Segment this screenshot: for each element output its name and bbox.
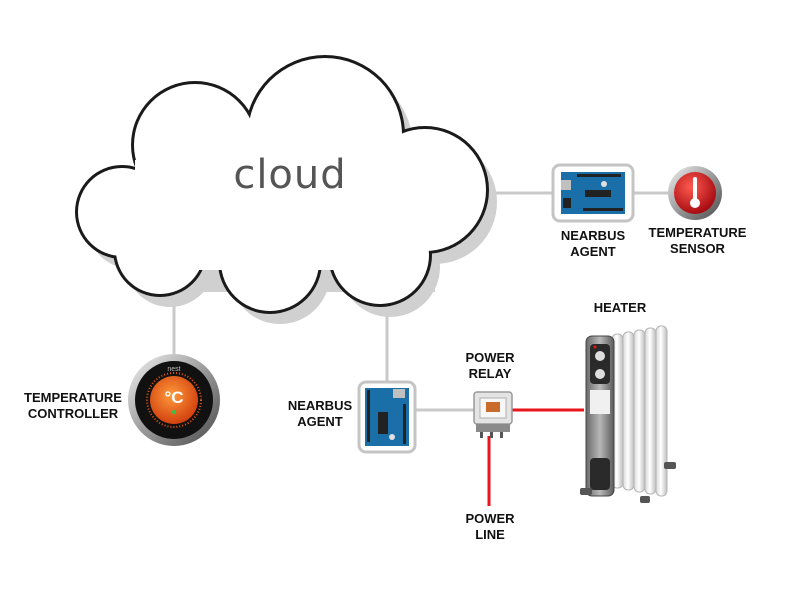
cloud-label: cloud bbox=[233, 152, 347, 198]
temperature-sensor-label: TEMPERATURE SENSOR bbox=[648, 225, 747, 256]
heater-label: HEATER bbox=[593, 300, 647, 315]
power-line-label: POWER LINE bbox=[465, 511, 515, 542]
thermostat-display: °C bbox=[164, 388, 184, 407]
heater-icon bbox=[580, 325, 676, 503]
power-relay-label: POWER RELAY bbox=[465, 350, 515, 381]
temperature-sensor-icon bbox=[668, 166, 722, 220]
nearbus-agent-bottom-label: NEARBUS AGENT bbox=[287, 398, 353, 429]
temperature-controller-label: TEMPERATURE CONTROLLER bbox=[24, 390, 122, 421]
thermostat-icon bbox=[128, 354, 220, 446]
nearbus-agent-bottom-board bbox=[357, 380, 417, 454]
thermostat-brand: nest bbox=[167, 366, 181, 373]
cloud-body bbox=[78, 58, 486, 311]
nearbus-agent-top-label: NEARBUS AGENT bbox=[560, 228, 626, 259]
power-relay-icon bbox=[473, 391, 513, 438]
nearbus-agent-top-board bbox=[551, 163, 635, 223]
